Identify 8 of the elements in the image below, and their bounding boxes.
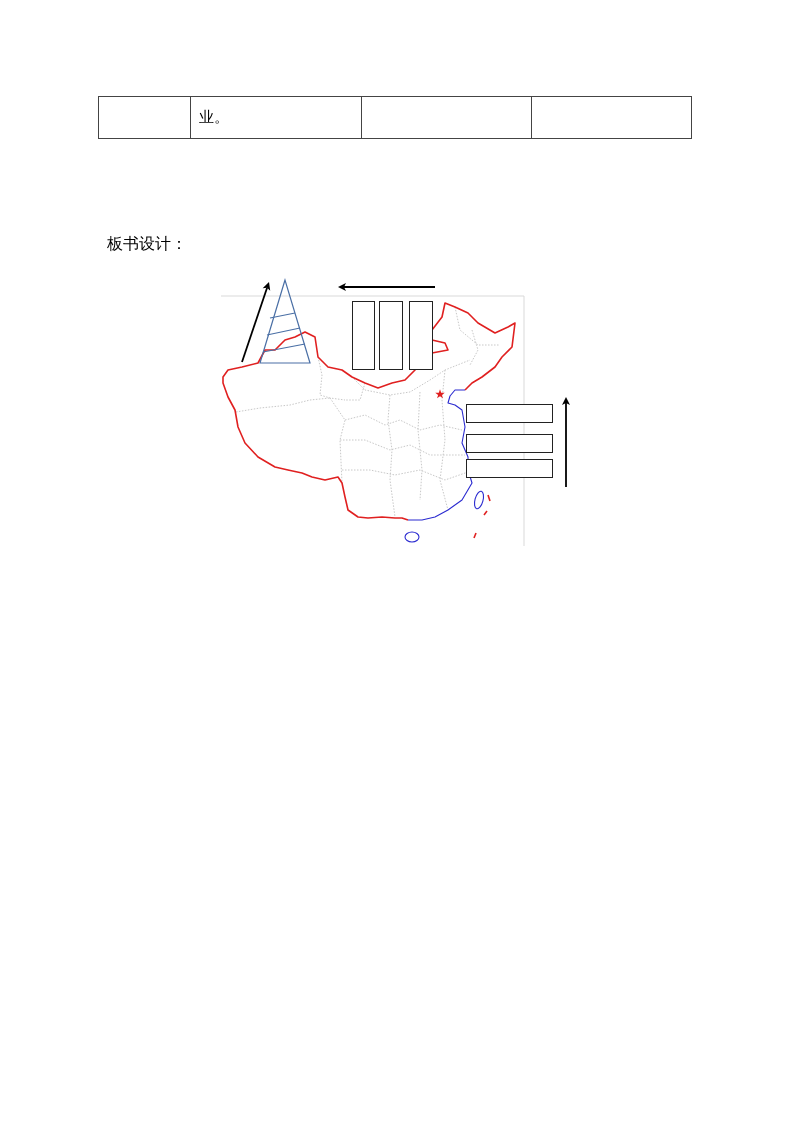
blank-box — [466, 459, 553, 478]
blank-box — [409, 301, 433, 370]
blank-box — [466, 404, 553, 423]
section-heading: 板书设计： — [107, 234, 187, 254]
blank-box — [466, 434, 553, 453]
blank-box — [379, 301, 403, 370]
blank-box — [352, 301, 375, 370]
table-cell: 业。 — [190, 96, 362, 139]
